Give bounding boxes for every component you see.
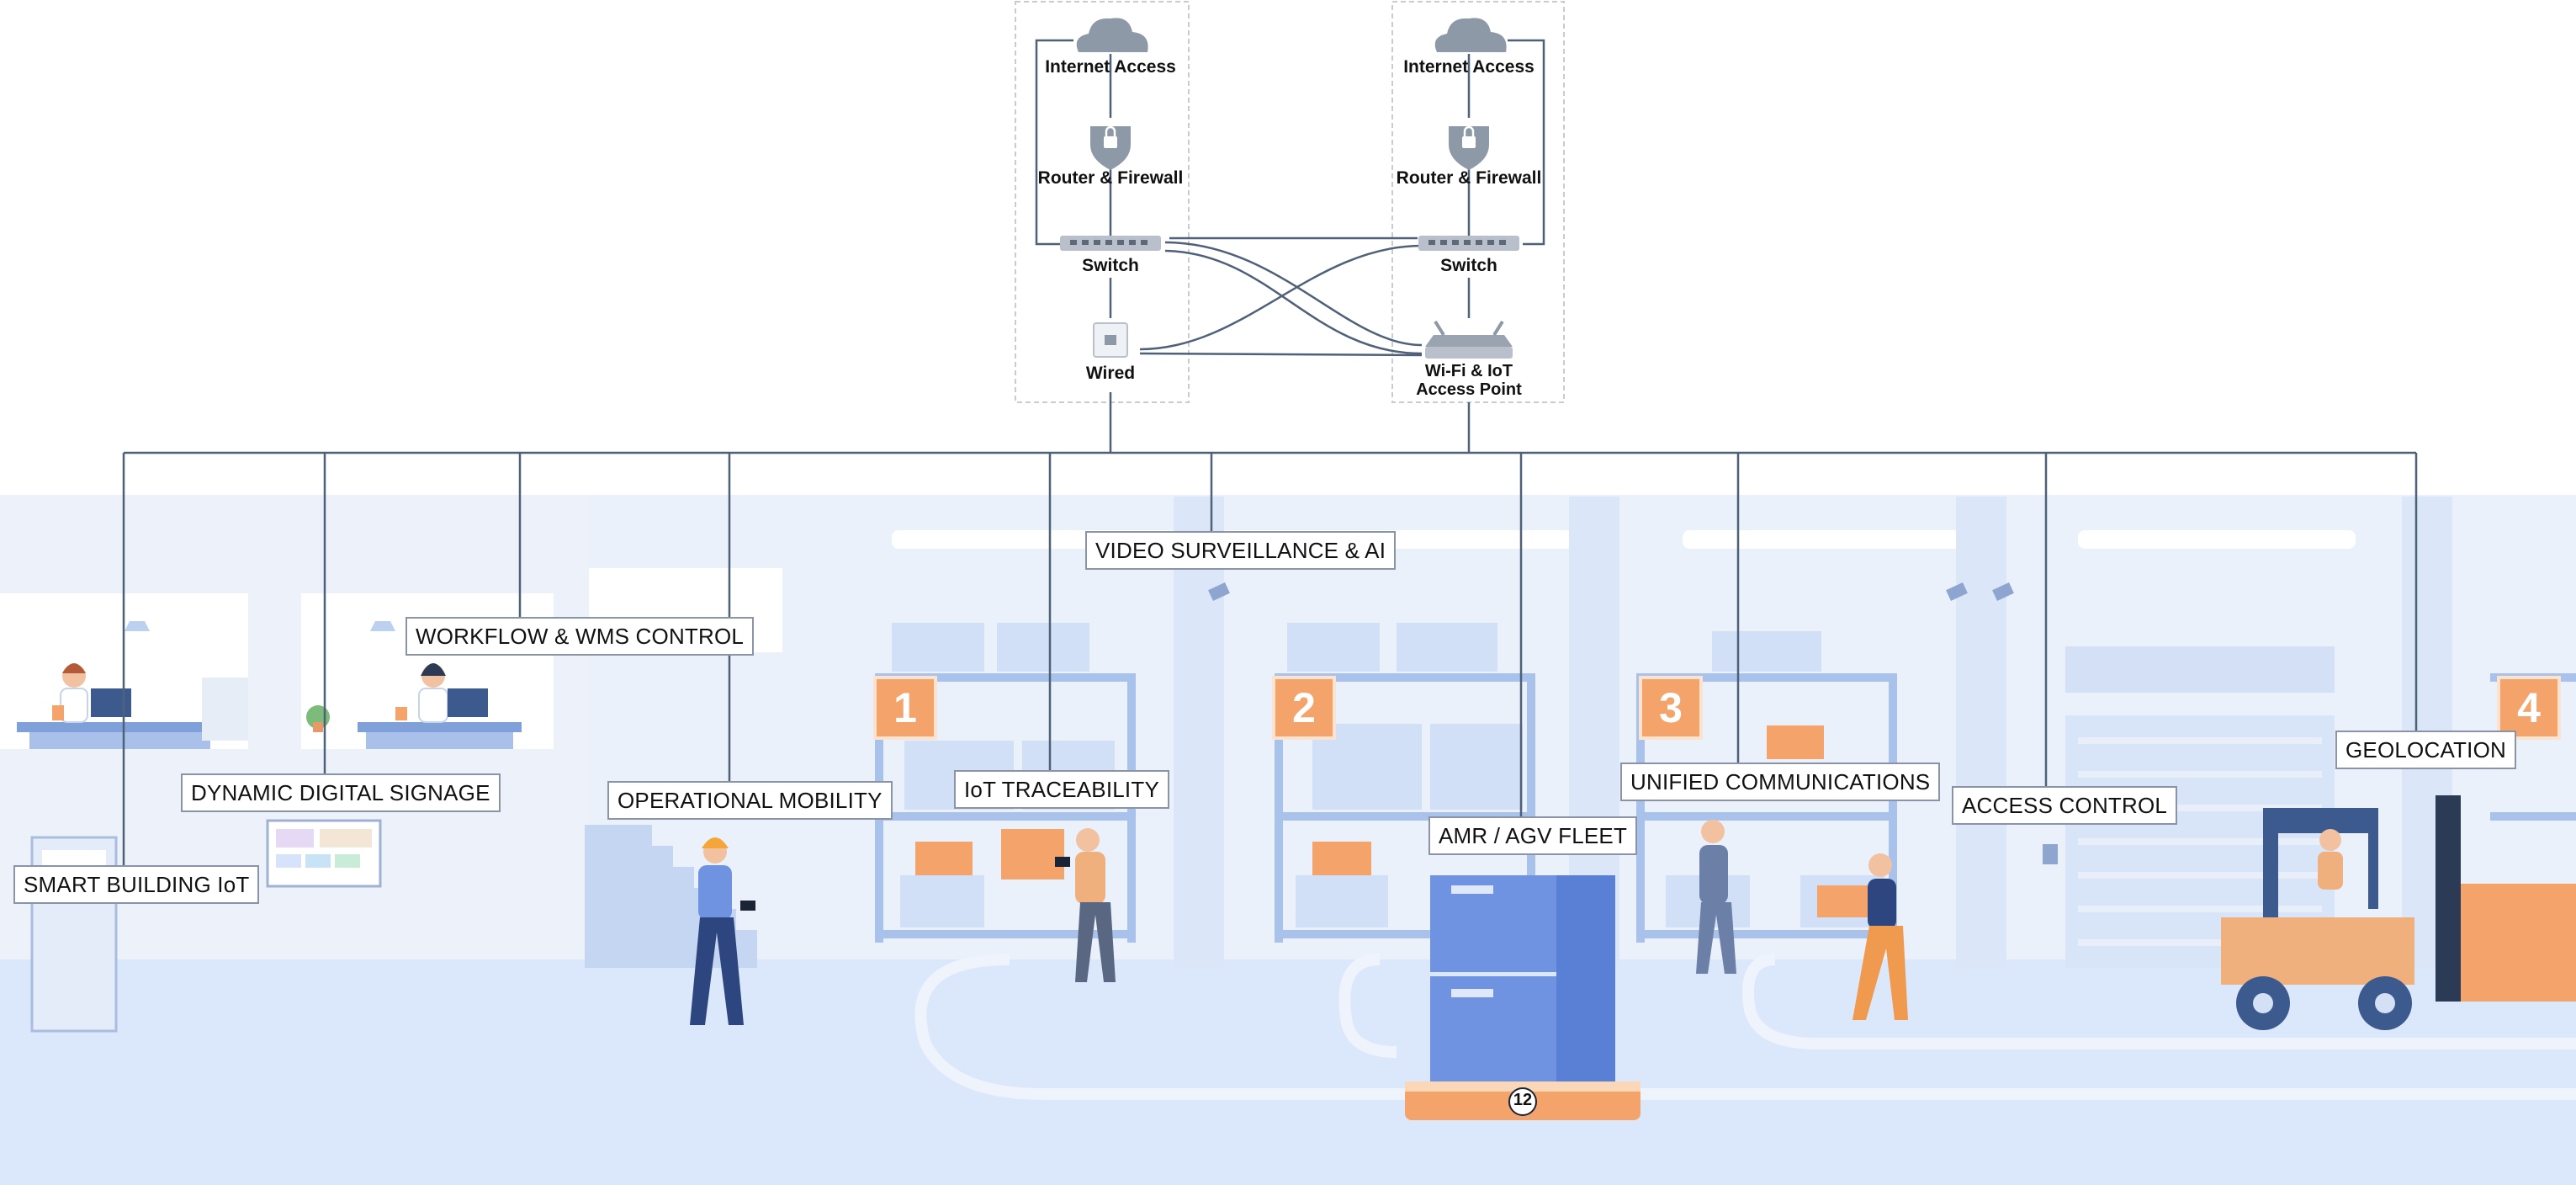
workflow-wms-label: WORKFLOW & WMS CONTROL xyxy=(405,617,755,656)
warehouse-background xyxy=(0,495,2576,1185)
cloud-icon xyxy=(1076,18,1148,52)
access-point-label: Wi-Fi & IoT Access Point xyxy=(1416,362,1522,399)
zone-badge-4: 4 xyxy=(2497,676,2561,740)
operational-mobility-label: OPERATIONAL MOBILITY xyxy=(607,781,893,820)
switch-label-right: Switch xyxy=(1440,256,1497,275)
network-connections xyxy=(122,39,2418,879)
wired-label: Wired xyxy=(1085,364,1136,383)
access-point-icon xyxy=(1425,320,1513,359)
switch-label-left: Switch xyxy=(1082,256,1139,275)
shield-icon xyxy=(1090,125,1131,170)
amr-agv-label: AMR / AGV FLEET xyxy=(1428,816,1638,855)
shield-icon xyxy=(1449,125,1489,170)
internet-access-label-left: Internet Access xyxy=(1045,57,1176,77)
zone-badge-2: 2 xyxy=(1272,676,1336,740)
left-network-box xyxy=(1015,1,1190,403)
network-switch-icon xyxy=(1418,236,1519,251)
workers-and-vehicles xyxy=(690,795,2576,1120)
smart-building-label: SMART BUILDING IoT xyxy=(13,865,260,904)
zone-badge-3: 3 xyxy=(1639,676,1703,740)
network-switch-icon xyxy=(1060,236,1161,251)
right-network-box xyxy=(1391,1,1565,403)
access-point-label-line1: Wi-Fi & IoT xyxy=(1424,362,1513,380)
access-control-label: ACCESS CONTROL xyxy=(1952,786,2178,825)
access-point-label-line2: Access Point xyxy=(1416,380,1522,399)
router-firewall-label-right: Router & Firewall xyxy=(1396,168,1542,188)
iot-traceability-label: IoT TRACEABILITY xyxy=(954,770,1169,809)
router-firewall-label-left: Router & Firewall xyxy=(1037,168,1184,188)
internet-access-label-right: Internet Access xyxy=(1403,57,1534,77)
geolocation-label: GEOLOCATION xyxy=(2335,731,2516,769)
zone-badge-1: 1 xyxy=(873,676,937,740)
unified-communications-label: UNIFIED COMMUNICATIONS xyxy=(1620,763,1941,801)
agv-number: 12 xyxy=(1513,1091,1533,1109)
cloud-icon xyxy=(1434,18,1507,52)
wired-port-icon xyxy=(1093,322,1128,358)
video-surveillance-label: VIDEO SURVEILLANCE & AI xyxy=(1085,531,1397,570)
digital-signage-label: DYNAMIC DIGITAL SIGNAGE xyxy=(181,773,501,812)
